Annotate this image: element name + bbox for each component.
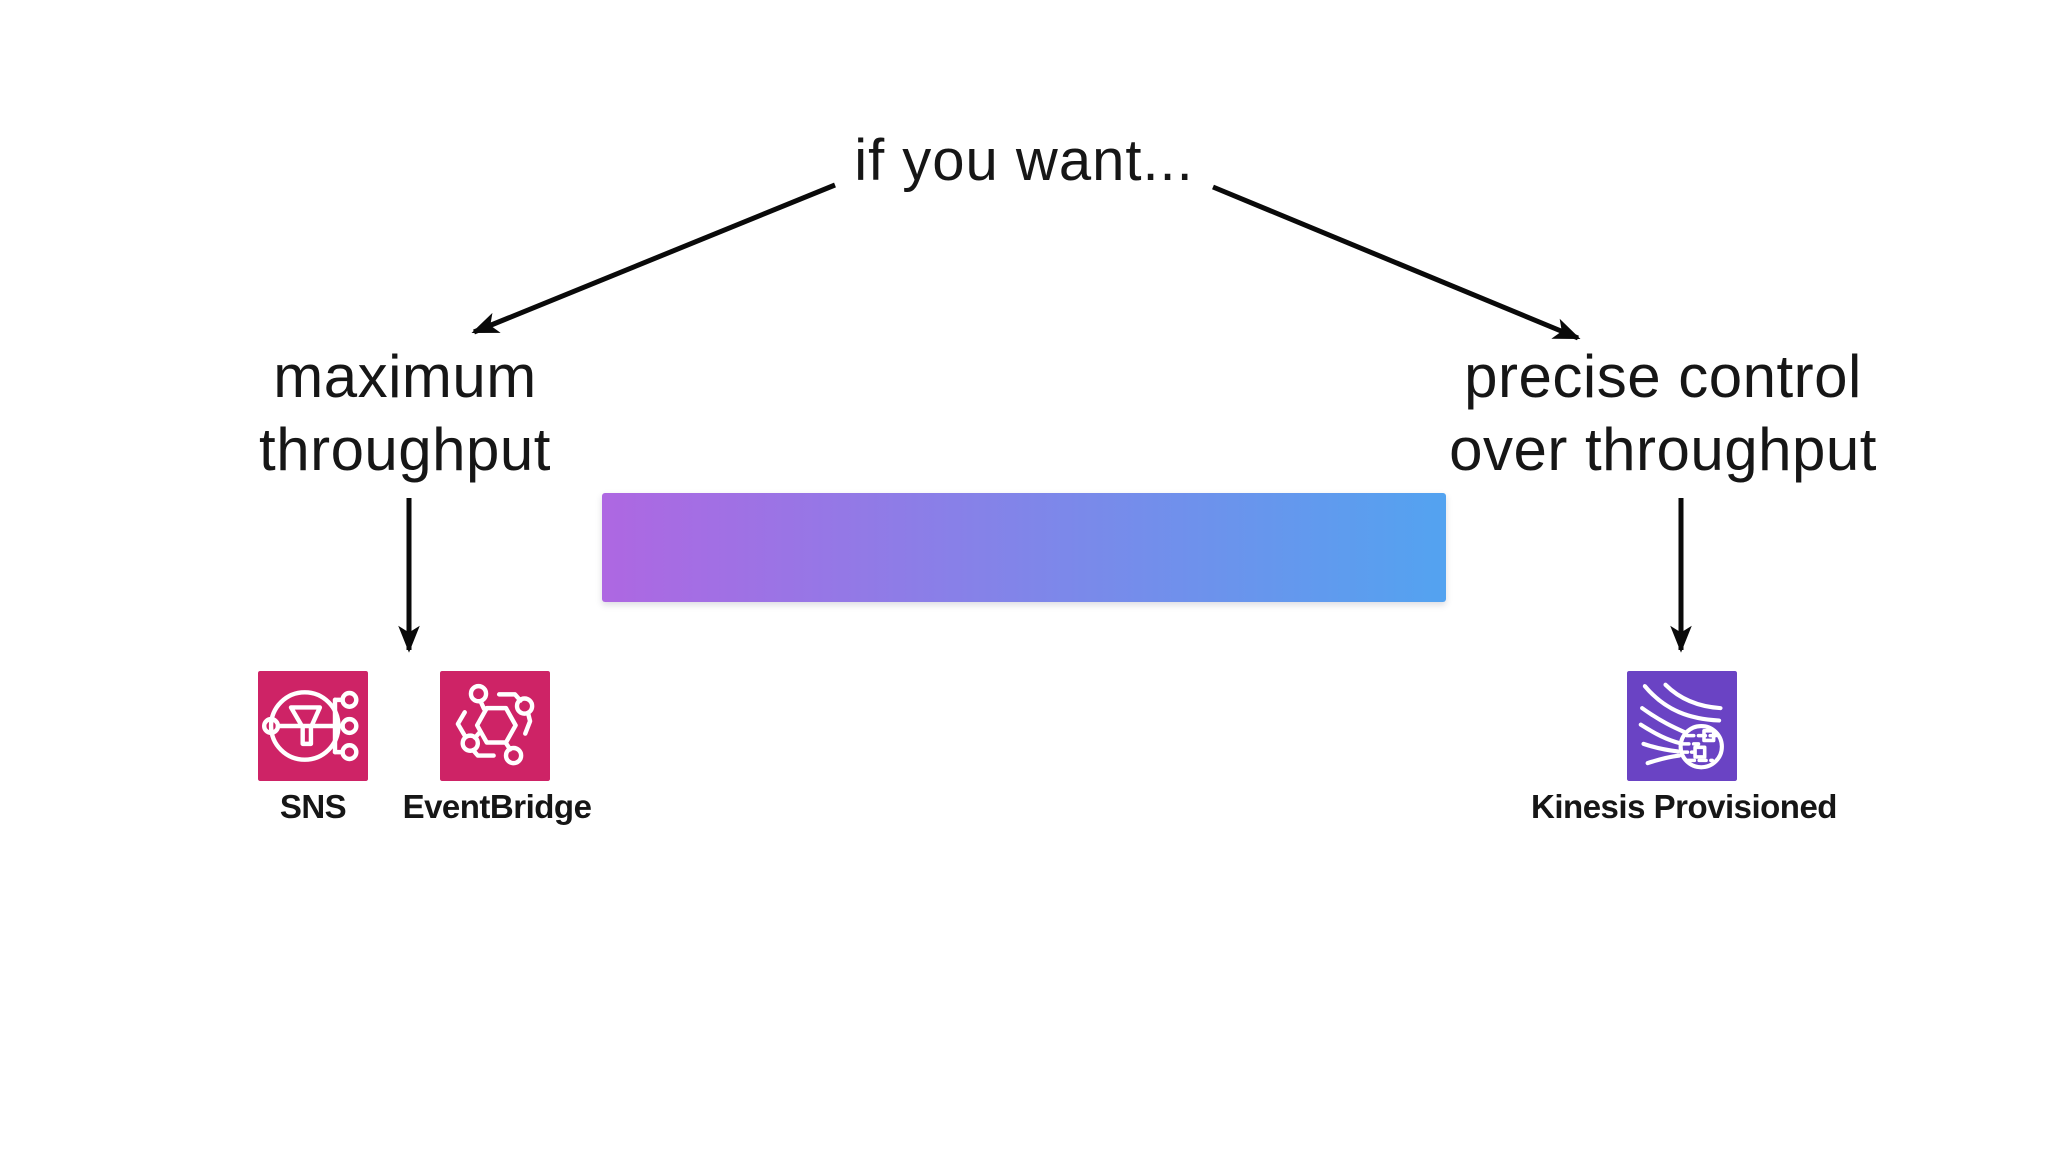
gradient-bar [602, 493, 1446, 602]
arrow-to-precise-control [1212, 184, 1581, 341]
branch-label-line: throughput [259, 416, 551, 483]
page-title: if you want... [854, 128, 1194, 193]
eventbridge-icon [440, 671, 550, 781]
branch-label-line: maximum [273, 343, 537, 410]
branch-label-line: precise control [1464, 343, 1862, 410]
service-label-kinesis-provisioned: Kinesis Provisioned [1531, 788, 1837, 825]
branch-label-precise-control: precise control over throughput [1449, 340, 1877, 486]
branch-label-line: over throughput [1449, 416, 1877, 483]
branch-label-maximum-throughput: maximum throughput [259, 340, 551, 486]
service-label-sns: SNS [279, 788, 347, 825]
kinesis-provisioned-icon [1627, 671, 1737, 781]
service-label-eventbridge: EventBridge [402, 788, 592, 825]
arrow-to-maximum-throughput [471, 182, 836, 335]
sns-icon [258, 671, 368, 781]
